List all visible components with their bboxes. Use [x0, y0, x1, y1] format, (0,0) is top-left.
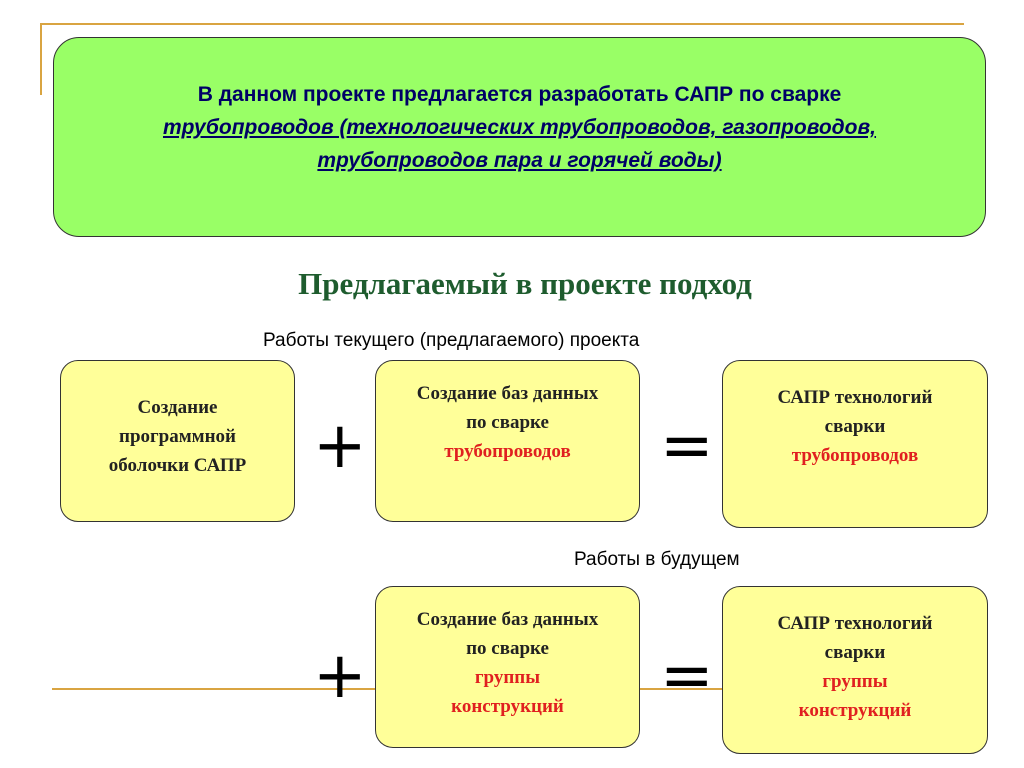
- plus-sign: +: [313, 409, 367, 483]
- shell-line-2: программной: [119, 426, 236, 447]
- shell-line-3: оболочки САПР: [108, 455, 247, 476]
- shell-line-1: Создание: [137, 397, 218, 418]
- current-work-label: Работы текущего (предлагаемого) проекта: [263, 330, 640, 351]
- future-result-line-2: сварки: [824, 642, 886, 663]
- db-line-1: Создание баз данных: [416, 383, 599, 404]
- future-db-highlight-1: группы: [474, 667, 541, 688]
- shell-creation-box: Создание программной оболочки САПР: [60, 360, 295, 522]
- future-result-line-1: САПР технологий: [777, 613, 933, 634]
- future-result-highlight-2: конструкций: [798, 700, 912, 721]
- cad-result-box: САПР технологий сварки трубопроводов: [722, 360, 988, 528]
- database-creation-box: Создание баз данных по сварке трубопрово…: [375, 360, 640, 522]
- result-line-2: сварки: [824, 416, 886, 437]
- result-line-1: САПР технологий: [777, 387, 933, 408]
- project-goal-banner: В данном проекте предлагается разработат…: [53, 37, 986, 237]
- db-highlight: трубопроводов: [444, 441, 571, 462]
- equals-sign-future: =: [660, 639, 714, 713]
- page-title: Предлагаемый в проекте подход: [298, 266, 752, 301]
- future-db-line-1: Создание баз данных: [416, 609, 599, 630]
- banner-line-1: В данном проекте предлагается разработат…: [197, 83, 842, 106]
- equals-sign: =: [660, 409, 714, 483]
- future-db-highlight-2: конструкций: [451, 696, 564, 717]
- left-divider-line: [40, 23, 42, 95]
- banner-line-2: трубопроводов (технологических трубопров…: [162, 116, 877, 172]
- future-result-highlight-1: группы: [822, 671, 888, 692]
- future-work-label: Работы в будущем: [574, 549, 740, 570]
- future-db-line-2: по сварке: [466, 638, 549, 659]
- plus-sign-future: +: [313, 639, 367, 713]
- top-divider-line: [40, 23, 964, 25]
- future-cad-result-box: САПР технологий сварки группы конструкци…: [722, 586, 988, 754]
- db-line-2: по сварке: [466, 412, 549, 433]
- future-database-box: Создание баз данных по сварке группы кон…: [375, 586, 640, 748]
- result-highlight: трубопроводов: [791, 445, 919, 466]
